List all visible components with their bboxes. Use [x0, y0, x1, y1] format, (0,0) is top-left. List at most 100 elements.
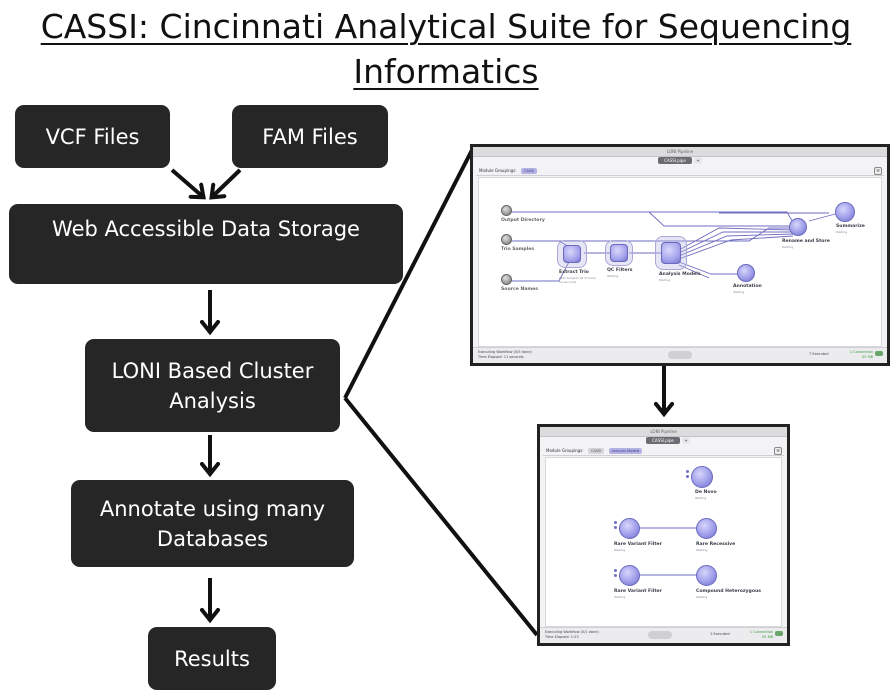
- annotation-node[interactable]: [737, 264, 755, 282]
- output-directory-node[interactable]: [501, 205, 512, 216]
- summarize-status: Waiting: [836, 230, 848, 234]
- workflow-tab[interactable]: CASSI.pipe: [658, 157, 692, 164]
- grouping-chip-analysis-models[interactable]: Analysis Models: [608, 448, 643, 454]
- zoom-line-bottom: [343, 396, 539, 637]
- annotate-label-line1: Annotate using many: [99, 496, 326, 521]
- rare-variant-filter-1-input-dot: [614, 526, 617, 529]
- arrow-fam-to-storage: [213, 168, 242, 196]
- de-novo-input-dot: [686, 470, 689, 473]
- loni-analysis-box: LONI Based Cluster Analysis: [85, 339, 340, 432]
- workflow-canvas[interactable]: Output Directory Trio Samples Source Nam…: [478, 177, 882, 347]
- fam-files-label: FAM Files: [262, 124, 358, 149]
- summarize-label: Summarize: [836, 224, 865, 229]
- status-memory: 55 MB: [762, 635, 773, 639]
- rare-variant-filter-1-status: Waiting: [614, 548, 626, 552]
- de-novo-label: De Novo: [695, 490, 717, 495]
- rare-variant-filter-2-node[interactable]: [619, 565, 640, 586]
- trio-samples-label: Trio Samples: [501, 247, 535, 252]
- extract-trio-label: Extract Trio: [559, 270, 589, 275]
- de-novo-node[interactable]: [691, 466, 713, 488]
- page-title: CASSI: Cincinnati Analytical Suite for S…: [0, 4, 892, 94]
- extract-trio-status: PED Samples (# of Cols): [559, 276, 596, 280]
- status-elapsed: Time Elapsed: 1:23: [545, 635, 579, 639]
- status-elapsed: Time Elapsed: 11 seconds: [478, 355, 524, 359]
- extract-trio-time: 12 seconds: [559, 280, 577, 284]
- vcf-files-box: VCF Files: [15, 105, 170, 168]
- rename-and-store-status: Waiting: [782, 245, 794, 249]
- status-memory: 55 MB: [862, 355, 873, 359]
- summarize-node[interactable]: [835, 202, 855, 222]
- de-novo-status: Waiting: [695, 496, 707, 500]
- source-names-label: Source Names: [501, 287, 539, 292]
- rare-recessive-status: Waiting: [696, 548, 708, 552]
- wrench-icon[interactable]: ⚒: [774, 447, 782, 455]
- qc-filters-module-icon: [610, 244, 628, 262]
- qc-filters-status: Waiting: [607, 274, 619, 278]
- annotation-label: Annotation: [733, 284, 762, 289]
- source-names-node[interactable]: [501, 274, 512, 285]
- analysis-models-module-icon: [661, 242, 681, 264]
- connection-toggle[interactable]: [775, 631, 783, 636]
- workflow-tab[interactable]: CASSI.pipe: [646, 437, 680, 444]
- status-right: 1 Connection 55 MB: [750, 630, 773, 640]
- trio-samples-node[interactable]: [501, 234, 512, 245]
- rare-recessive-label: Rare Recessive: [696, 542, 736, 547]
- status-executing: Executing Workflow (0/1 done): [545, 630, 599, 634]
- module-groupings-bar: Module Groupings: CASSI Analysis Models …: [543, 446, 784, 456]
- rare-variant-filter-1-label: Rare Variant Filter: [614, 542, 662, 547]
- annotation-status: Waiting: [733, 290, 745, 294]
- loni-label-line1: LONI Based Cluster: [111, 358, 314, 383]
- loni-pipeline-screenshot-main: LONI Pipeline CASSI.pipe + Module Groupi…: [470, 144, 890, 366]
- analysis-models-label: Analysis Models: [659, 272, 701, 277]
- status-bar: Executing Workflow (0/5 done) Time Elaps…: [473, 347, 887, 363]
- window-titlebar: LONI Pipeline: [540, 427, 787, 437]
- playback-controls[interactable]: [668, 351, 692, 359]
- page-title-line1: CASSI: Cincinnati Analytical Suite for S…: [40, 7, 852, 46]
- results-box: Results: [148, 627, 276, 690]
- module-groupings-bar: Module Groupings: CASSI ⚒: [476, 166, 884, 176]
- loni-pipeline-screenshot-analysis-models: LONI Pipeline CASSI.pipe + Module Groupi…: [537, 424, 790, 646]
- status-left: Executing Workflow (0/1 done) Time Elaps…: [545, 630, 599, 640]
- groupings-label: Module Groupings:: [479, 168, 517, 173]
- playback-controls[interactable]: [648, 631, 672, 639]
- de-novo-input-dot: [686, 475, 689, 478]
- add-tab-icon[interactable]: +: [682, 437, 690, 444]
- rare-variant-filter-1-node[interactable]: [619, 518, 640, 539]
- status-connection: 1 Connection: [849, 350, 873, 354]
- compound-heterozygous-node[interactable]: [696, 565, 717, 586]
- rename-and-store-node[interactable]: [789, 218, 807, 236]
- status-executed: 7 Executed: [809, 352, 829, 356]
- status-right: 1 Connection 55 MB: [850, 350, 873, 360]
- rare-variant-filter-1-input-dot: [614, 521, 617, 524]
- rename-and-store-label: Rename and Store: [782, 239, 830, 244]
- extract-trio-module-icon: [563, 245, 581, 263]
- web-storage-label: Web Accessible Data Storage: [52, 217, 360, 241]
- output-directory-label: Output Directory: [501, 218, 545, 223]
- rare-variant-filter-2-input-dot: [614, 569, 617, 572]
- status-executing: Executing Workflow (0/5 done): [478, 350, 532, 354]
- rare-variant-filter-2-status: Waiting: [614, 595, 626, 599]
- workflow-canvas[interactable]: De Novo Waiting Rare Variant Filter Wait…: [545, 457, 782, 627]
- results-label: Results: [174, 646, 250, 671]
- wrench-icon[interactable]: ⚒: [874, 167, 882, 175]
- window-titlebar: LONI Pipeline: [473, 147, 887, 157]
- analysis-models-status: Waiting: [659, 278, 671, 282]
- annotate-box: Annotate using many Databases: [71, 480, 354, 567]
- qc-filters-label: QC Filters: [607, 268, 633, 273]
- grouping-chip-cassi[interactable]: CASSI: [520, 168, 538, 174]
- status-executed: 1 Executed: [710, 632, 730, 636]
- status-connection: 1 Connection: [749, 630, 773, 634]
- connection-toggle[interactable]: [875, 351, 883, 356]
- vcf-files-label: VCF Files: [45, 124, 140, 149]
- compound-heterozygous-label: Compound Heterozygous: [696, 589, 761, 594]
- rare-variant-filter-2-label: Rare Variant Filter: [614, 589, 662, 594]
- web-storage-box: Web Accessible Data Storage: [9, 204, 403, 284]
- grouping-chip-cassi[interactable]: CASSI: [587, 448, 605, 454]
- add-tab-icon[interactable]: +: [694, 157, 702, 164]
- page-title-line2: Informatics: [353, 52, 539, 91]
- status-left: Executing Workflow (0/5 done) Time Elaps…: [478, 350, 532, 360]
- arrow-vcf-to-storage: [170, 168, 202, 196]
- rare-recessive-node[interactable]: [696, 518, 717, 539]
- status-bar: Executing Workflow (0/1 done) Time Elaps…: [540, 627, 787, 643]
- zoom-line-top: [343, 149, 474, 399]
